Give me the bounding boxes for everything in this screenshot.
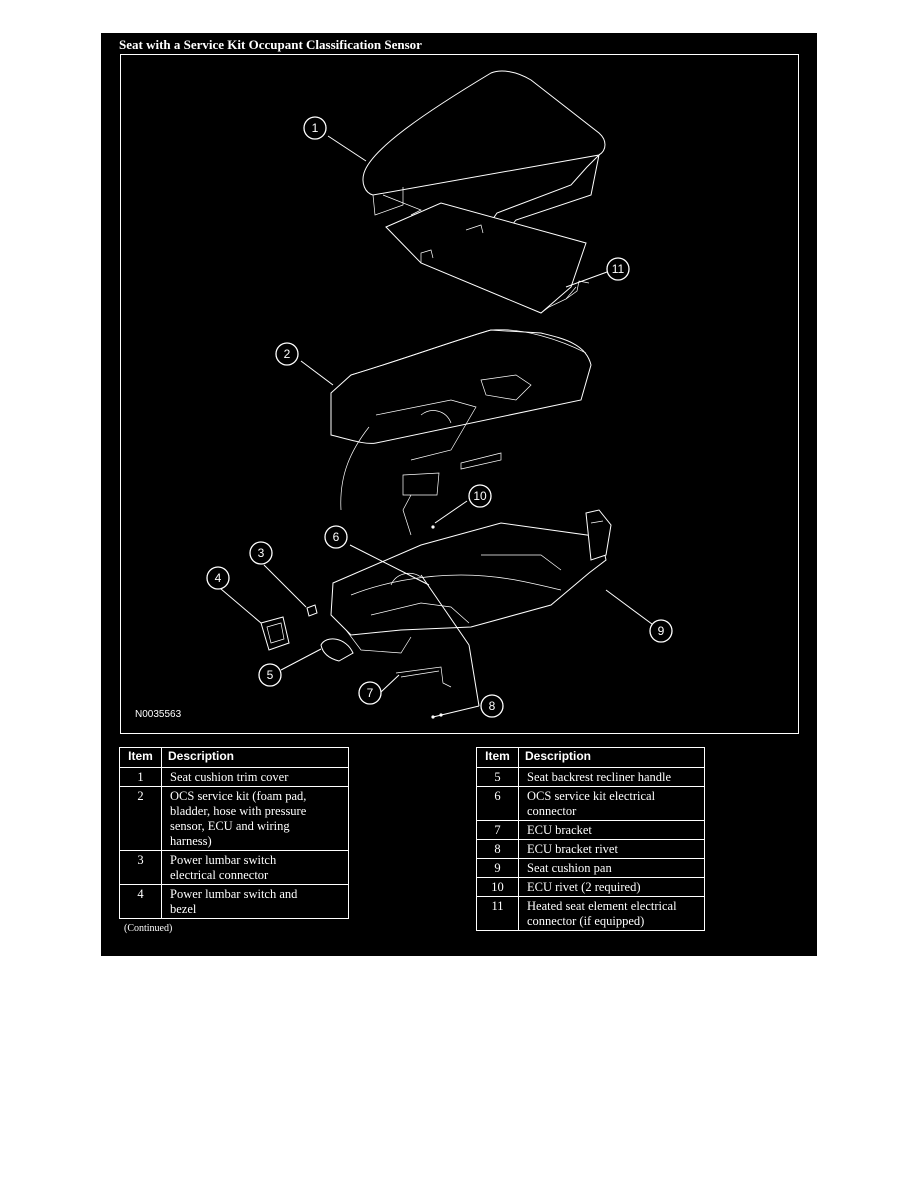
exploded-seat-diagram: 1 11 2 10 6 3 4 9 5 <box>120 54 799 734</box>
legend-item-description: Seat cushion pan <box>518 858 705 878</box>
description-line: electrical connector <box>170 868 269 882</box>
legend-item-description: ECU bracket rivet <box>518 839 705 859</box>
continued-note: (Continued) <box>124 923 173 934</box>
legend-item-description: OCS service kit (foam pad,bladder, hose … <box>161 786 349 851</box>
legend-item-description: Seat backrest recliner handle <box>518 767 705 787</box>
legend-item-number: 2 <box>119 786 162 851</box>
seat-cushion-pan-part <box>330 509 612 654</box>
description-line: Seat cushion trim cover <box>170 770 289 784</box>
callout-11: 11 <box>606 257 630 281</box>
legend-item-number: 6 <box>476 786 519 821</box>
legend-header-row: Item Description <box>476 747 705 768</box>
description-line: Power lumbar switch <box>170 853 277 867</box>
legend-row: 5 Seat backrest recliner handle <box>476 767 705 787</box>
legend-row: 7 ECU bracket <box>476 820 705 840</box>
heated-seat-element-part <box>385 202 590 314</box>
callout-5: 5 <box>258 663 282 687</box>
svg-text:8: 8 <box>489 699 496 713</box>
legend-item-number: 5 <box>476 767 519 787</box>
legend-row: 9 Seat cushion pan <box>476 858 705 878</box>
ecu-rivet-part <box>431 525 435 529</box>
callout-1: 1 <box>303 116 327 140</box>
description-line: Seat backrest recliner handle <box>527 770 672 784</box>
legend-row: 10 ECU rivet (2 required) <box>476 877 705 897</box>
callout-10: 10 <box>468 484 492 508</box>
svg-text:1: 1 <box>312 121 319 135</box>
figure-title: Seat with a Service Kit Occupant Classif… <box>119 37 422 52</box>
description-line: ECU rivet (2 required) <box>527 880 641 894</box>
callout-2: 2 <box>275 342 299 366</box>
callout-6: 6 <box>324 525 348 549</box>
legend-item-number: 1 <box>119 767 162 787</box>
seat-backrest-recliner-handle-part <box>320 638 354 662</box>
svg-text:10: 10 <box>473 489 487 503</box>
description-line: OCS service kit electrical <box>527 789 656 803</box>
callout-7: 7 <box>358 681 382 705</box>
legend-item-description: ECU bracket <box>518 820 705 840</box>
legend-row: 1 Seat cushion trim cover <box>119 767 349 787</box>
legend-row: 8 ECU bracket rivet <box>476 839 705 859</box>
legend-item-number: 8 <box>476 839 519 859</box>
description-line: sensor, ECU and wiring <box>170 819 290 833</box>
description-line: Heated seat element electrical <box>527 899 677 913</box>
ecu-bracket-part <box>395 666 452 688</box>
ocs-service-kit-foam-part <box>330 329 592 536</box>
legend-item-number: 9 <box>476 858 519 878</box>
description-line: ECU bracket rivet <box>527 842 618 856</box>
leader-lines <box>220 135 657 718</box>
legend-item-number: 10 <box>476 877 519 897</box>
description-line: OCS service kit (foam pad, <box>170 789 307 803</box>
header-item: Item <box>119 747 162 768</box>
legend-header-row: Item Description <box>119 747 349 768</box>
svg-text:9: 9 <box>658 624 665 638</box>
description-line: harness) <box>170 834 212 848</box>
header-description: Description <box>161 747 349 768</box>
legend-item-number: 3 <box>119 850 162 885</box>
svg-text:7: 7 <box>367 686 374 700</box>
description-line: Seat cushion pan <box>527 861 612 875</box>
callout-4: 4 <box>206 566 230 590</box>
power-lumbar-switch-bezel-part <box>260 616 290 651</box>
diagram-id-label: N0035563 <box>135 709 182 720</box>
description-line: connector <box>527 804 577 818</box>
svg-text:3: 3 <box>258 546 265 560</box>
legend-item-number: 4 <box>119 884 162 919</box>
figure-panel: Seat with a Service Kit Occupant Classif… <box>101 33 817 956</box>
description-line: ECU bracket <box>527 823 592 837</box>
description-line: Power lumbar switch and <box>170 887 298 901</box>
svg-text:6: 6 <box>333 530 340 544</box>
description-line: bladder, hose with pressure <box>170 804 307 818</box>
diagram-drawing: 1 11 2 10 6 3 4 9 5 <box>206 70 673 719</box>
callout-3: 3 <box>249 541 273 565</box>
svg-text:4: 4 <box>215 571 222 585</box>
power-lumbar-connector-part <box>306 604 318 617</box>
legend-table-right: Item Description 5 Seat backrest recliner… <box>476 747 705 931</box>
svg-text:11: 11 <box>612 262 625 276</box>
legend-item-number: 11 <box>476 896 519 931</box>
legend-table-left: Item Description 1 Seat cushion trim cove… <box>119 747 349 919</box>
svg-text:5: 5 <box>267 668 274 682</box>
legend-item-number: 7 <box>476 820 519 840</box>
legend-item-description: Seat cushion trim cover <box>161 767 349 787</box>
callout-8: 8 <box>480 694 504 718</box>
description-line: connector (if equipped) <box>527 914 645 928</box>
legend-item-description: ECU rivet (2 required) <box>518 877 705 897</box>
callout-9: 9 <box>649 619 673 643</box>
header-item: Item <box>476 747 519 768</box>
description-line: bezel <box>170 902 197 916</box>
header-description: Description <box>518 747 705 768</box>
svg-text:2: 2 <box>284 347 291 361</box>
